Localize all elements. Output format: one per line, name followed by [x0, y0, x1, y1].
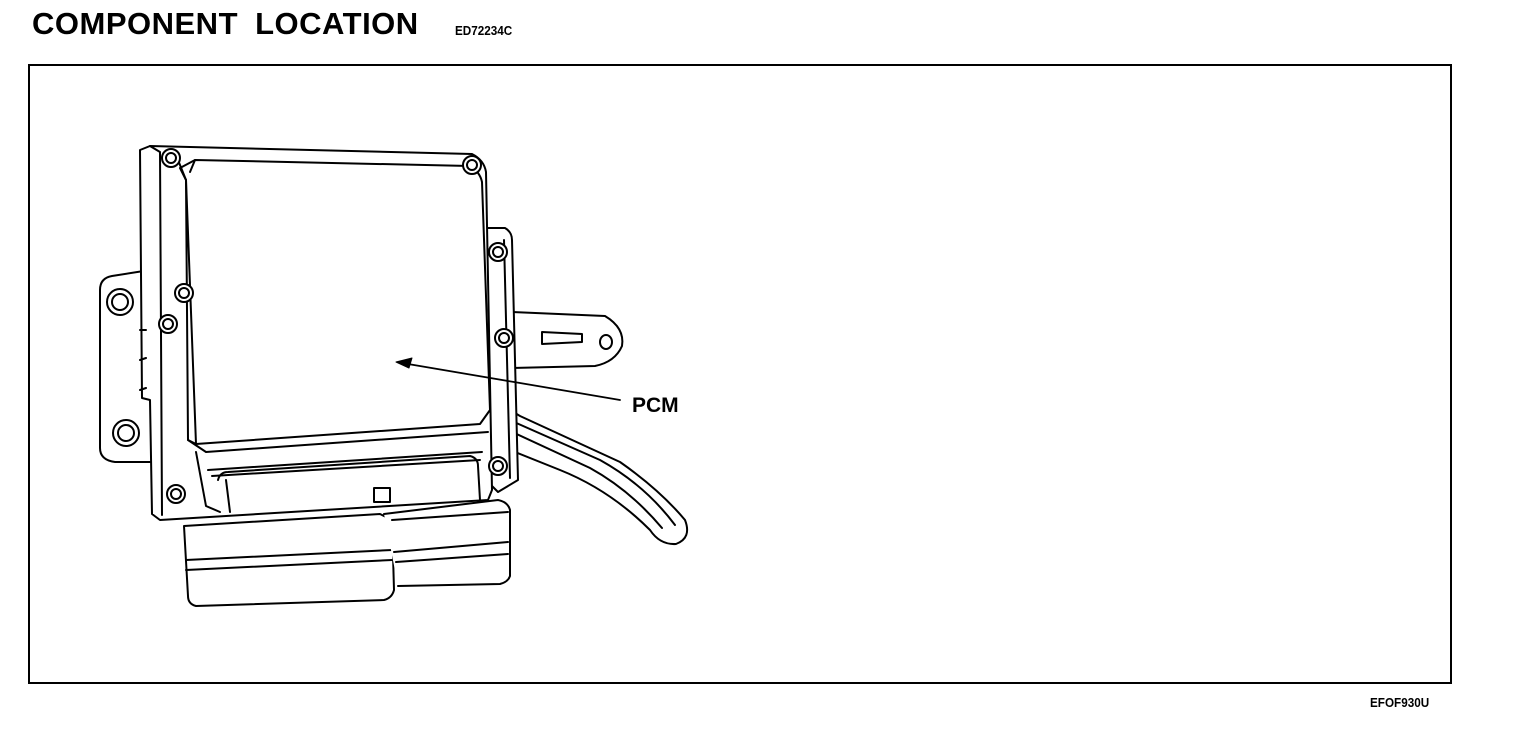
connectors — [183, 499, 511, 607]
figure-frame — [28, 64, 1452, 684]
pcm-leader-arrow — [395, 357, 621, 401]
lower-bracket-arm — [497, 401, 689, 546]
mounting-bolts — [106, 148, 514, 504]
page-title: COMPONENT LOCATION — [32, 6, 419, 41]
pcm-housing — [139, 145, 493, 521]
right-mount-tab — [511, 311, 624, 369]
right-side-flange — [485, 227, 519, 493]
pcm-label: PCM — [632, 394, 679, 417]
figure-code: EFOF930U — [1370, 695, 1430, 710]
document-code: ED72234C — [455, 23, 513, 38]
